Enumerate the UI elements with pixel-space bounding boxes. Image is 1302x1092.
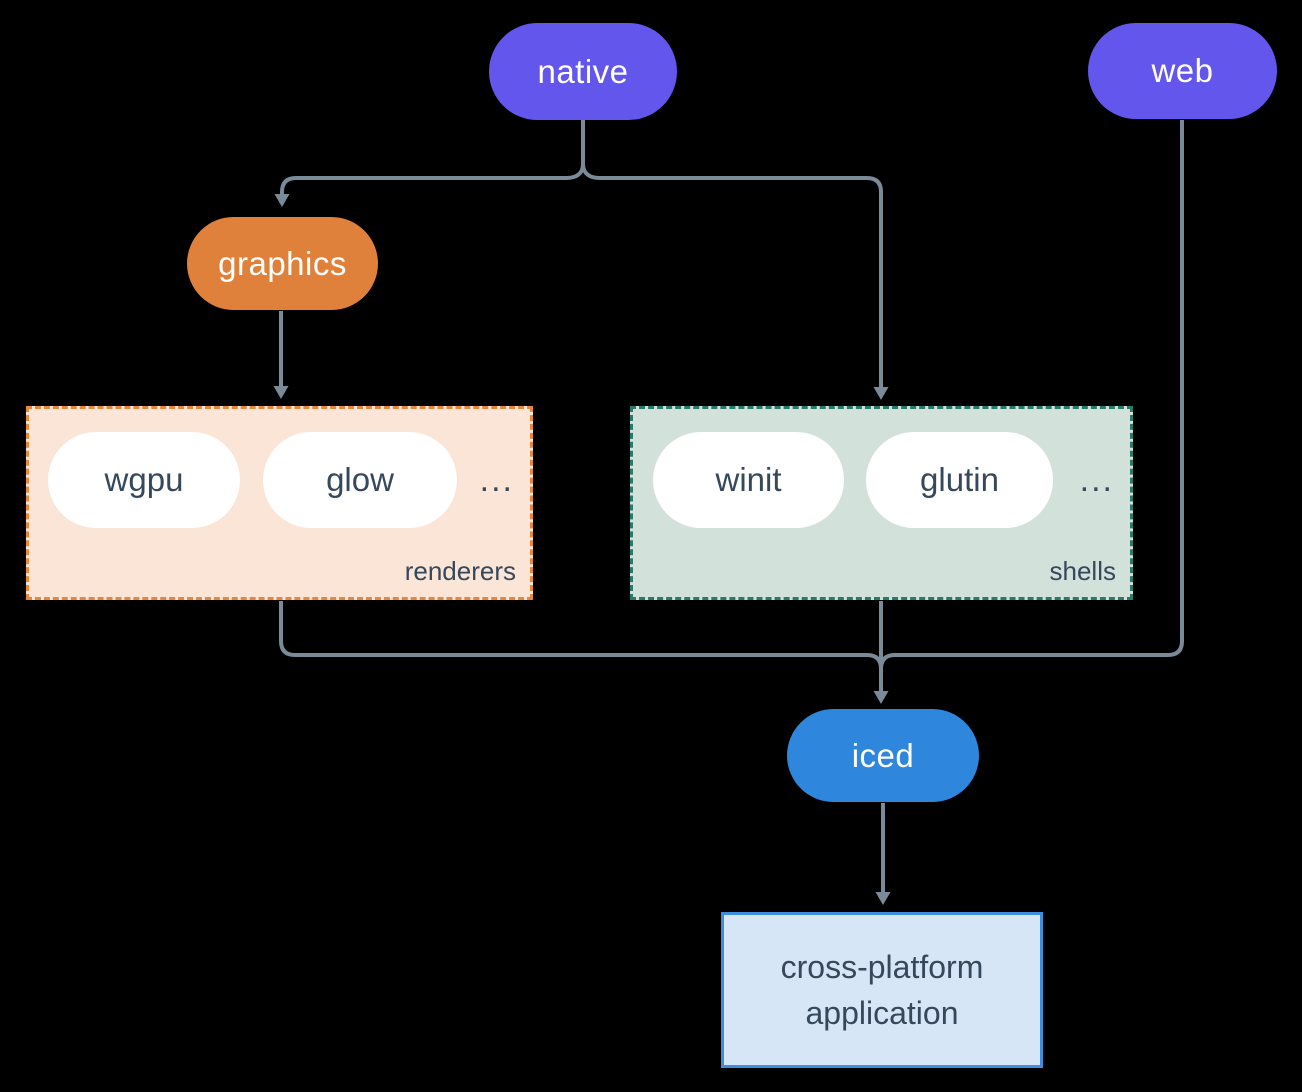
arrowhead-shells [873,387,889,400]
node-cross-platform-application: cross-platform application [721,912,1043,1068]
arrowhead-graphics [274,194,290,207]
edge-native-to-shells [581,120,883,387]
node-graphics: graphics [187,217,378,310]
node-glow: glow [263,432,457,528]
edge-renderers-to-iced [279,601,883,670]
node-wgpu: wgpu [48,432,240,528]
arrowhead-app [875,892,891,905]
node-web: web [1088,23,1277,119]
renderers-ellipsis: ... [479,460,514,499]
app-label-line1: cross-platform [780,948,984,985]
node-web-label: web [1151,52,1214,89]
app-label-line2: application [805,995,959,1031]
node-wgpu-label: wgpu [104,461,184,498]
group-renderers: wgpu glow ... renderers [26,406,533,600]
node-winit: winit [653,432,844,528]
arrowhead-iced [873,691,889,704]
group-shells: winit glutin ... shells [630,406,1133,600]
node-iced: iced [787,709,979,802]
node-graphics-label: graphics [218,244,347,282]
node-glow-label: glow [326,461,394,498]
node-glutin-label: glutin [920,461,999,498]
node-iced-label: iced [851,736,915,774]
renderers-group-label: renderers [404,556,516,586]
edge-native-to-graphics [280,120,585,194]
node-glutin: glutin [866,432,1053,528]
arrowhead-renderers [273,386,289,399]
node-native: native [489,23,677,120]
node-native-label: native [537,52,629,90]
shells-group-label: shells [1049,556,1116,586]
node-winit-label: winit [715,461,782,498]
shells-ellipsis: ... [1079,460,1114,499]
